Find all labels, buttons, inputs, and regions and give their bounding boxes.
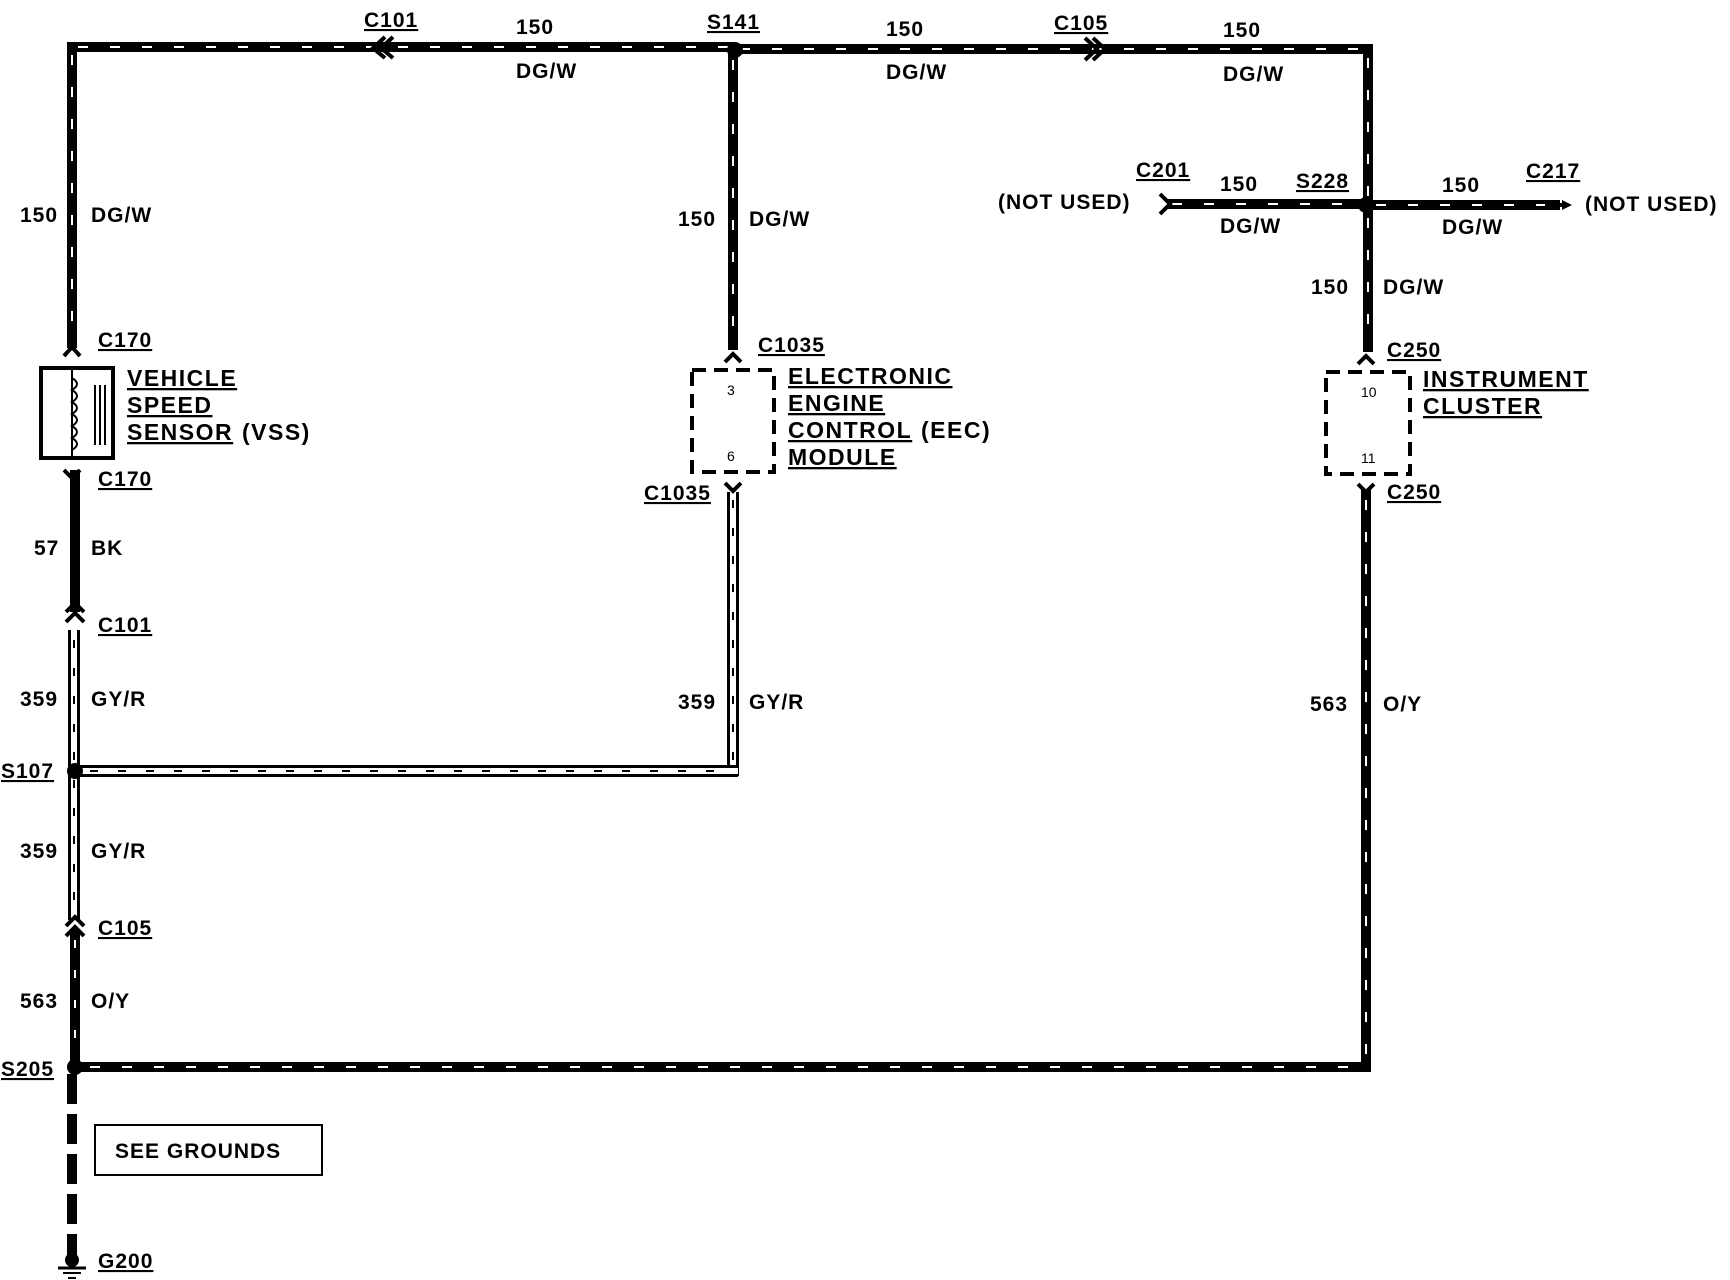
circuit-top-right-color: DG/W — [1223, 63, 1284, 86]
circuit-c217-color: DG/W — [1442, 216, 1503, 239]
connector-c101-top-label: C101 — [364, 9, 418, 32]
circuit-left-gyr1-number: 359 — [20, 688, 58, 711]
eec-label-line1: ELECTRONIC — [788, 363, 953, 389]
connector-c170-bottom-label: C170 — [98, 468, 152, 491]
eec-label-line3-suffix: (EEC) — [921, 417, 991, 443]
splice-s107-label: S107 — [1, 760, 54, 783]
connector-c105-left-label: C105 — [98, 917, 152, 940]
circuit-right-oy-color: O/Y — [1383, 693, 1422, 716]
vss-component — [39, 366, 115, 460]
connector-c1035-bottom-label: C1035 — [644, 482, 711, 505]
circuit-top-left-number: 150 — [516, 16, 554, 39]
splice-s141-dot — [727, 42, 743, 58]
connector-c101-left-label: C101 — [98, 614, 152, 637]
vss-label-line3: SENSOR — [127, 419, 233, 445]
connector-c217-label: C217 — [1526, 160, 1580, 183]
cluster-label-line2: CLUSTER — [1423, 393, 1542, 419]
eec-module-box — [690, 368, 776, 474]
connector-c1035-top-label: C1035 — [758, 334, 825, 357]
splice-s141-label: S141 — [707, 11, 760, 34]
vss-label-line1: VEHICLE — [127, 365, 237, 391]
ground-symbol-icon — [58, 1253, 86, 1279]
cluster-pin-top: 10 — [1361, 384, 1377, 400]
circuit-eec-top-color: DG/W — [749, 208, 810, 231]
circuit-c217-number: 150 — [1442, 174, 1480, 197]
cluster-pin-bottom: 11 — [1361, 450, 1376, 466]
splice-s205-label: S205 — [1, 1058, 54, 1081]
connector-c250-bottom-label: C250 — [1387, 481, 1441, 504]
eec-pin-top: 3 — [727, 382, 735, 398]
cluster-box — [1324, 370, 1412, 476]
circuit-eec-gyr-number: 359 — [678, 691, 716, 714]
connector-symbols — [62, 35, 1376, 938]
circuit-left-gyr2-number: 359 — [20, 840, 58, 863]
circuit-top-left-color: DG/W — [516, 60, 577, 83]
circuit-ic-top-number: 150 — [1311, 276, 1349, 299]
circuit-c201-number: 150 — [1220, 173, 1258, 196]
vss-label-suffix: (VSS) — [242, 419, 311, 445]
eec-label-line2: ENGINE — [788, 390, 885, 416]
eec-pin-bottom: 6 — [727, 448, 735, 464]
circuit-vss-bk-number: 57 — [34, 537, 59, 560]
circuit-vss-bk-color: BK — [91, 537, 123, 560]
circuit-ic-top-color: DG/W — [1383, 276, 1444, 299]
cluster-label-line1: INSTRUMENT — [1423, 366, 1589, 392]
circuit-left-top-color: DG/W — [91, 204, 152, 227]
connector-c250-top-label: C250 — [1387, 339, 1441, 362]
circuit-left-oy-number: 563 — [20, 990, 58, 1013]
circuit-left-top-number: 150 — [20, 204, 58, 227]
not-used-right-label: (NOT USED) — [1585, 193, 1718, 216]
circuit-eec-gyr-color: GY/R — [749, 691, 804, 714]
circuit-top-right-number: 150 — [1223, 19, 1261, 42]
eec-label-line4: MODULE — [788, 444, 897, 470]
wires-dgw — [67, 42, 1560, 352]
circuit-eec-top-number: 150 — [678, 208, 716, 231]
connector-c105-top-label: C105 — [1054, 12, 1108, 35]
circuit-left-gyr1-color: GY/R — [91, 688, 146, 711]
splice-s107-dot — [67, 763, 83, 779]
wires-oy — [70, 490, 1371, 1072]
splice-s228-dot — [1358, 197, 1374, 213]
splice-s205-dot — [67, 1059, 83, 1075]
see-grounds-label: SEE GROUNDS — [115, 1140, 281, 1163]
circuit-left-oy-color: O/Y — [91, 990, 130, 1013]
circuit-c201-color: DG/W — [1220, 215, 1281, 238]
vss-label-line2: SPEED — [127, 392, 212, 418]
splice-s228-label: S228 — [1296, 170, 1349, 193]
connector-c170-top-label: C170 — [98, 329, 152, 352]
circuit-top-mid-number: 150 — [886, 18, 924, 41]
wires-gyr — [68, 492, 739, 920]
ground-g200-label: G200 — [98, 1250, 153, 1273]
connector-c201-label: C201 — [1136, 159, 1190, 182]
circuit-top-mid-color: DG/W — [886, 61, 947, 84]
circuit-left-gyr2-color: GY/R — [91, 840, 146, 863]
see-grounds-box — [94, 1124, 323, 1176]
circuit-right-oy-number: 563 — [1310, 693, 1348, 716]
eec-label-line3: CONTROL — [788, 417, 912, 443]
not-used-left-label: (NOT USED) — [998, 191, 1131, 214]
